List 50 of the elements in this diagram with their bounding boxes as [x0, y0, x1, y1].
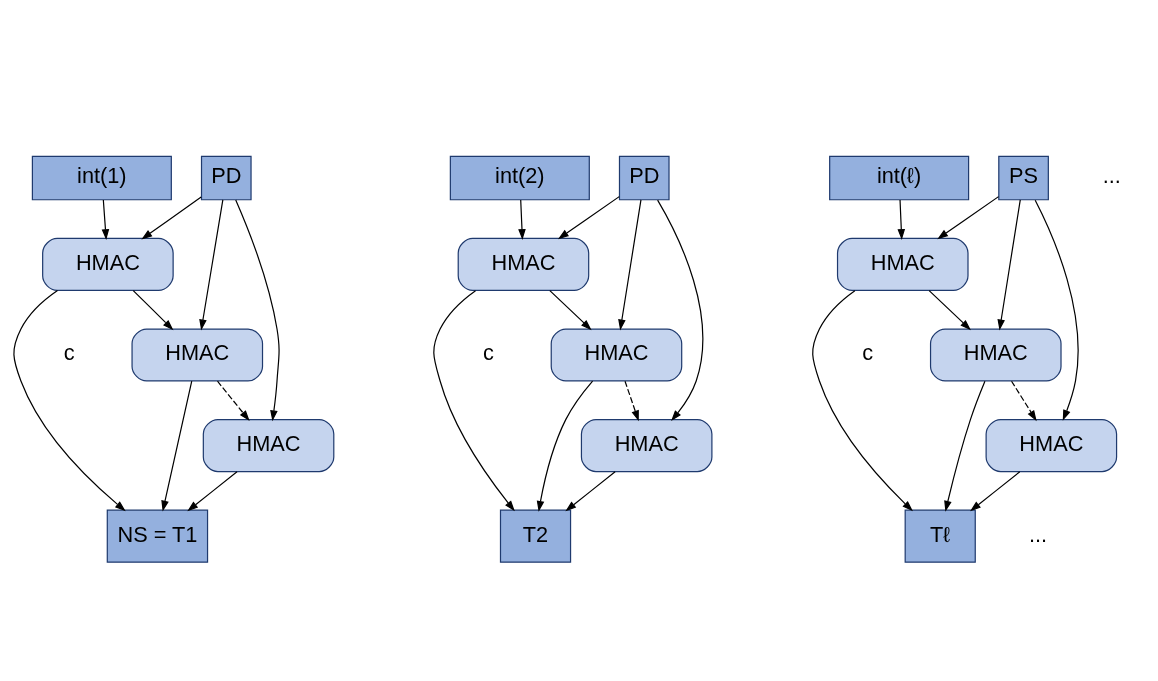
node-box: HMAC	[131, 327, 264, 382]
arrow	[13, 289, 126, 511]
node-box: int(1)	[31, 155, 172, 200]
arrow	[187, 470, 238, 511]
arrow	[557, 195, 620, 239]
arrow	[997, 198, 1021, 330]
node-box: Tℓ	[904, 509, 976, 563]
arrow	[624, 380, 639, 421]
arrow	[132, 289, 174, 330]
node-box: PD	[200, 155, 252, 200]
arrow	[235, 198, 280, 421]
node-box: HMAC	[550, 327, 683, 382]
label: c	[63, 339, 75, 365]
node-box: HMAC	[202, 418, 335, 472]
node-box: T2	[499, 509, 572, 563]
arrow	[1034, 199, 1079, 421]
arrow	[565, 470, 616, 511]
label: ...	[1029, 521, 1048, 547]
arrow	[101, 198, 110, 240]
node-box: PD	[618, 155, 670, 200]
arrow	[928, 289, 971, 330]
arrow	[944, 380, 986, 512]
arrow	[1010, 380, 1037, 421]
arrow	[141, 195, 202, 239]
arrow	[433, 289, 515, 511]
node-box: PS	[998, 155, 1049, 200]
node-box: HMAC	[836, 237, 969, 291]
node-box: HMAC	[929, 327, 1062, 382]
label: c	[862, 339, 874, 365]
label: ...	[1102, 162, 1121, 188]
label: c	[482, 339, 494, 365]
node-box: NS = T1	[106, 509, 209, 563]
arrow	[657, 199, 704, 421]
arrow	[518, 198, 526, 240]
arrow	[549, 289, 592, 330]
node-box: HMAC	[985, 418, 1118, 472]
arrow	[618, 198, 642, 330]
arrow	[161, 379, 193, 512]
arrow	[216, 380, 250, 421]
arrow	[536, 379, 594, 512]
node-box: HMAC	[457, 237, 590, 291]
arrow	[812, 289, 913, 511]
node-box: int(ℓ)	[829, 155, 970, 200]
node-box: int(2)	[449, 155, 590, 200]
arrow	[937, 195, 1000, 239]
arrow	[970, 470, 1021, 511]
arrow	[199, 198, 224, 330]
node-box: HMAC	[42, 237, 174, 291]
node-box: HMAC	[580, 418, 713, 472]
arrow	[897, 198, 906, 240]
